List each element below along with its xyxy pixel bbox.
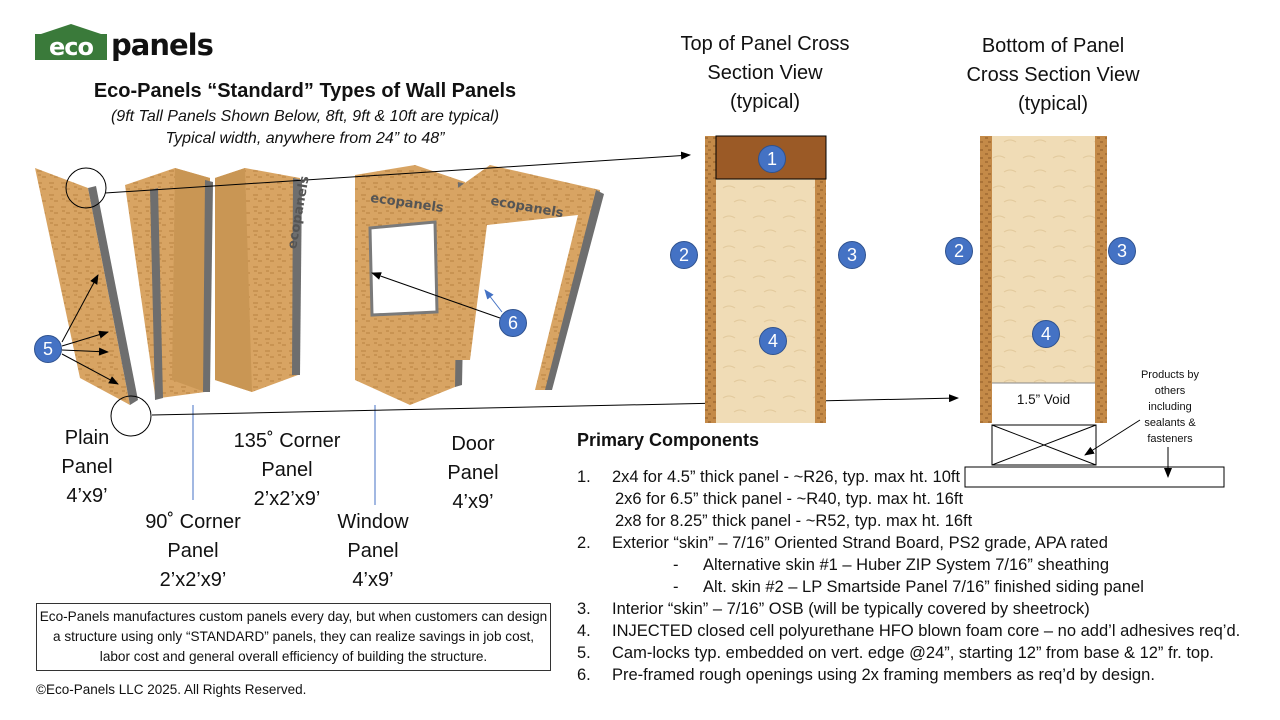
panel-name: Plain — [64, 427, 110, 449]
subtitle-heights: (9ft Tall Panels Shown Below, 8ft, 9ft &… — [110, 108, 500, 125]
void-label: 1.5” Void — [1016, 392, 1071, 407]
list-item: 5. Cam-locks typ. embedded on vert. edge … — [577, 642, 1277, 664]
marker-5: 5 — [34, 335, 62, 363]
copyright: ©Eco-Panels LLC 2025. All Rights Reserve… — [36, 682, 307, 697]
components-list: 1. 2x4 for 4.5” thick panel - ~R26, typ. … — [577, 466, 1277, 686]
item-text: Alternative skin #1 – Huber ZIP System 7… — [703, 556, 1109, 574]
heading-line: (typical) — [729, 91, 800, 113]
item-bullet: - — [673, 556, 679, 574]
panel-name: 135˚ Corner — [233, 430, 341, 452]
panel-size: 2’x2’x9’ — [253, 488, 321, 510]
note-line: others — [1154, 385, 1186, 397]
subtitle-width: Typical width, anywhere from 24” to 48” — [165, 130, 445, 147]
marker-4: 4 — [1032, 320, 1060, 348]
bottom-cross-section — [964, 136, 1225, 488]
item-text: Alt. skin #2 – LP Smartside Panel 7/16” … — [703, 578, 1144, 596]
marker-3: 3 — [1108, 237, 1136, 265]
list-item: 2x8 for 8.25” thick panel - ~R52, typ. m… — [577, 510, 1277, 532]
note-line: sealants & — [1144, 417, 1196, 429]
plain-panel-illustration — [35, 167, 152, 437]
item-number: 5. — [577, 644, 591, 662]
top-cross-section — [705, 135, 827, 423]
marker-1: 1 — [758, 145, 786, 173]
heading-line: Section View — [707, 62, 823, 84]
products-note: Products by others including sealants & fast… — [1115, 367, 1225, 447]
page-title: Eco-Panels “Standard” Types of Wall Pane… — [93, 80, 517, 102]
heading-line: Top of Panel Cross — [680, 33, 850, 55]
note-line: fasteners — [1147, 433, 1193, 445]
item-text: Pre-framed rough openings using 2x frami… — [612, 666, 1155, 684]
list-item: 6. Pre-framed rough openings using 2x fra… — [577, 664, 1277, 686]
heading-line: Bottom of Panel — [981, 35, 1125, 57]
item-number: 3. — [577, 600, 591, 618]
logo-roof-icon — [41, 24, 101, 34]
list-item: - Alt. skin #2 – LP Smartside Panel 7/16”… — [577, 576, 1277, 598]
heading-line: (typical) — [1017, 93, 1088, 115]
item-number: 6. — [577, 666, 591, 684]
item-text: Interior “skin” – 7/16” OSB (will be typ… — [612, 600, 1090, 618]
panel-size: 2’x2’x9’ — [159, 569, 227, 591]
corner-90-panel-illustration — [125, 168, 213, 400]
corner-135-panel-illustration — [215, 168, 302, 392]
logo-panels-text: panels — [111, 28, 214, 62]
savings-note-box: Eco-Panels manufactures custom panels ev… — [36, 603, 551, 671]
item-text: 2x6 for 6.5” thick panel - ~R40, typ. ma… — [615, 490, 964, 508]
panel-size: 4’x9’ — [352, 569, 394, 591]
panel-type: Panel — [261, 459, 313, 481]
components-heading: Primary Components — [577, 430, 760, 450]
marker-3: 3 — [838, 241, 866, 269]
foundation-rect — [964, 466, 1225, 488]
panel-size: 4’x9’ — [66, 485, 108, 507]
item-text: 2x4 for 4.5” thick panel - ~R26, typ. ma… — [612, 468, 961, 486]
panel-name: Window — [337, 511, 409, 533]
list-item: - Alternative skin #1 – Huber ZIP System … — [577, 554, 1277, 576]
list-item: 1. 2x4 for 4.5” thick panel - ~R26, typ. … — [577, 466, 1277, 488]
item-text: Cam-locks typ. embedded on vert. edge @2… — [612, 644, 1214, 662]
item-text: INJECTED closed cell polyurethane HFO bl… — [612, 622, 1241, 640]
item-number: 4. — [577, 622, 591, 640]
note-line: including — [1148, 401, 1192, 413]
item-number: 1. — [577, 468, 591, 486]
marker-2: 2 — [670, 241, 698, 269]
list-item: 3. Interior “skin” – 7/16” OSB (will be t… — [577, 598, 1277, 620]
item-text: Exterior “skin” – 7/16” Oriented Strand … — [612, 534, 1108, 552]
item-bullet: - — [673, 578, 679, 596]
panel-type: Panel — [61, 456, 113, 478]
list-item: 2x6 for 6.5” thick panel - ~R40, typ. ma… — [577, 488, 1277, 510]
note-line: Products by — [1140, 369, 1200, 381]
list-item: 2. Exterior “skin” – 7/16” Oriented Stran… — [577, 532, 1277, 554]
eco-panels-logo: eco panels — [35, 24, 230, 62]
marker-6: 6 — [499, 309, 527, 337]
list-item: 4. INJECTED closed cell polyurethane HFO … — [577, 620, 1277, 642]
panel-name: 90˚ Corner — [145, 511, 241, 533]
heading-line: Cross Section View — [966, 64, 1140, 86]
door-panel-illustration — [455, 165, 604, 390]
marker-4: 4 — [759, 327, 787, 355]
panel-name: Door — [451, 433, 495, 455]
panel-type: Panel — [167, 540, 219, 562]
item-number: 2. — [577, 534, 591, 552]
panel-type: Panel — [347, 540, 399, 562]
item-text: 2x8 for 8.25” thick panel - ~R52, typ. m… — [615, 512, 973, 530]
panel-size: 4’x9’ — [452, 491, 494, 513]
panel-type: Panel — [447, 462, 499, 484]
logo-eco-text: eco — [35, 34, 107, 60]
marker-2: 2 — [945, 237, 973, 265]
